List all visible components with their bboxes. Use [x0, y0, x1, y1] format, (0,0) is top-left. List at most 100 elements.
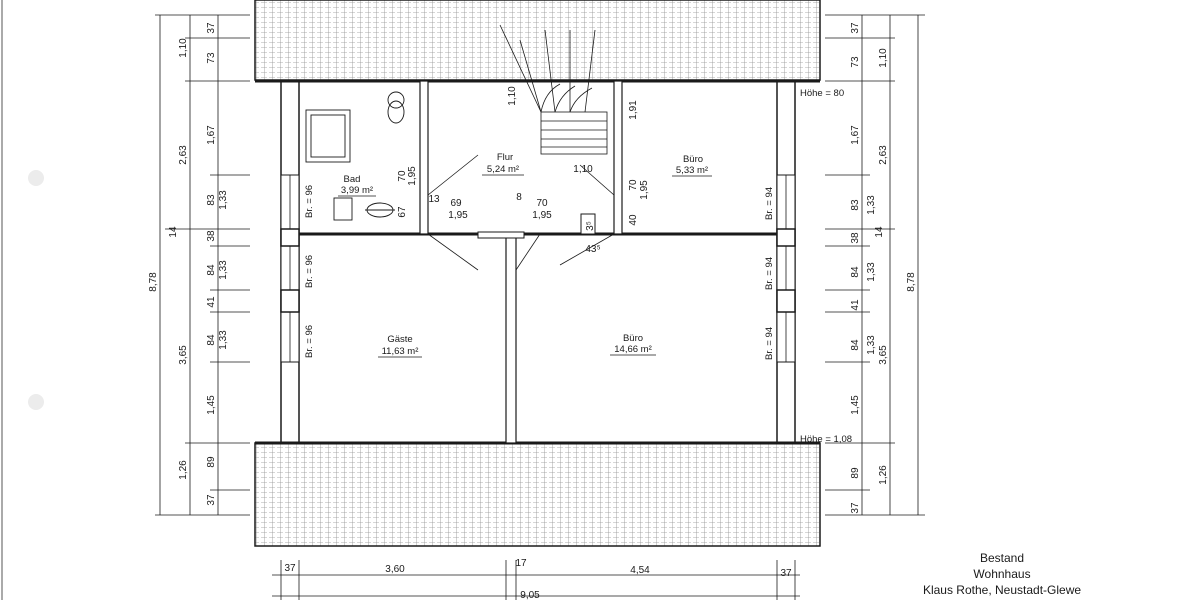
roof-overhang-bottom: [254, 442, 821, 547]
height-label-bottom: Höhe = 1,08: [800, 434, 852, 445]
dim-left-inner: 1,67: [206, 125, 217, 145]
dim-left-small: 1,33: [218, 260, 229, 280]
room-label-buero-small: Büro 5,33 m²: [672, 154, 712, 177]
height-label-top: Höhe = 80: [800, 88, 844, 99]
room-area: 11,63 m²: [382, 346, 419, 357]
dim-left-inner: 38: [206, 230, 217, 242]
dim-left-inner: 89: [206, 456, 217, 468]
bathroom-fixtures: [305, 91, 405, 221]
dim-interior: 70: [536, 198, 548, 209]
dim-bottom-total: 9,05: [520, 590, 540, 600]
room-label-buero-large: Büro 14,66 m²: [610, 333, 656, 356]
dim-right-outer: 3,65: [878, 345, 889, 365]
dim-bottom: 37: [780, 568, 792, 579]
room-area: 14,66 m²: [614, 344, 652, 355]
dim-interior: 8: [516, 192, 522, 203]
dim-interior: 70: [397, 170, 408, 182]
dim-interior: 1,10: [573, 164, 593, 175]
title-line-3: Klaus Rothe, Neustadt-Glewe: [923, 583, 1081, 597]
dim-bottom: 4,54: [630, 565, 650, 576]
roof-overhang-top: [254, 0, 821, 81]
dim-left-small: 14: [168, 226, 179, 238]
dim-interior: 70: [628, 179, 639, 191]
dim-bottom: 37: [284, 563, 296, 574]
dim-interior: 69: [450, 198, 462, 209]
window-width-label: Br. = 94: [764, 327, 775, 360]
dim-right-inner: 89: [850, 467, 861, 479]
staircase: [499, 24, 608, 155]
room-label-gaeste: Gäste 11,63 m²: [378, 334, 422, 358]
dim-right-inner: 37: [850, 502, 861, 514]
dim-left-inner: 83: [206, 194, 217, 206]
window-width-label: Br. = 96: [304, 325, 315, 358]
window-width-label: Br. = 94: [764, 257, 775, 290]
dimension-lines-bottom: [272, 560, 800, 600]
dim-left-inner: 73: [206, 52, 217, 64]
dim-interior: 67: [397, 206, 408, 218]
dim-left-outer: 1,26: [178, 460, 189, 480]
dim-right-inner: 84: [850, 339, 861, 351]
dim-interior: 40: [628, 214, 639, 226]
dim-right-outer: 1,26: [878, 465, 889, 485]
dim-right-inner: 84: [850, 266, 861, 278]
punch-hole: [28, 394, 44, 410]
dim-interior: 1,10: [507, 86, 518, 106]
dim-interior: 3⁵: [585, 221, 596, 231]
dim-right-small: 1,33: [866, 195, 877, 215]
dim-right-small: 14: [874, 226, 885, 238]
dim-bottom: 3,60: [385, 564, 405, 575]
room-label-flur: Flur 5,24 m²: [482, 152, 524, 176]
dim-left-inner: 41: [206, 296, 217, 308]
dim-right-inner: 37: [850, 22, 861, 34]
title-line-2: Wohnhaus: [973, 567, 1030, 581]
dim-right-inner: 73: [850, 56, 861, 68]
dim-bottom: 17: [515, 558, 527, 569]
dim-right-inner: 1,45: [850, 395, 861, 415]
dim-left-small: 1,33: [218, 330, 229, 350]
room-area: 5,33 m²: [676, 165, 708, 176]
dim-right-outer: 1,10: [878, 48, 889, 68]
dim-left-small: 1,33: [218, 190, 229, 210]
dim-interior: 1,95: [407, 166, 418, 186]
dim-interior: 1,95: [448, 210, 468, 221]
room-name: Gäste: [387, 334, 412, 345]
dim-interior: 1,95: [532, 210, 552, 221]
room-name: Flur: [497, 152, 513, 163]
dim-right-total: 8,78: [906, 272, 917, 292]
room-name: Büro: [683, 154, 703, 165]
dim-left-inner: 84: [206, 264, 217, 276]
title-line-1: Bestand: [980, 551, 1024, 565]
dim-interior: 43⁵: [585, 244, 600, 255]
dim-left-outer: 2,63: [178, 145, 189, 165]
walls: [255, 79, 820, 445]
room-label-bad: Bad 3,99 m²: [338, 174, 376, 197]
window-width-label: Br. = 94: [764, 187, 775, 220]
room-area: 3,99 m²: [341, 185, 373, 196]
dimension-lines-left: [155, 14, 250, 516]
dim-left-outer: 3,65: [178, 345, 189, 365]
interior-dimensions: 70 1,95 67 13 69 1,95 8 70 1,95 70 1,95 …: [397, 86, 650, 255]
dim-left-inner: 37: [206, 494, 217, 506]
dim-right-inner: 83: [850, 199, 861, 211]
room-name: Bad: [344, 174, 361, 185]
dimension-lines-right: [825, 14, 925, 516]
punch-hole: [28, 170, 44, 186]
window-width-label: Br. = 96: [304, 185, 315, 218]
room-area: 5,24 m²: [487, 164, 519, 175]
door-swings: [427, 154, 615, 271]
dim-right-small: 1,33: [866, 335, 877, 355]
dim-left-inner: 1,45: [206, 395, 217, 415]
dim-left-inner: 84: [206, 334, 217, 346]
dim-right-inner: 41: [850, 299, 861, 311]
dim-left-outer: 1,10: [178, 38, 189, 58]
dim-left-total: 8,78: [148, 272, 159, 292]
dim-right-inner: 38: [850, 232, 861, 244]
dim-right-small: 1,33: [866, 262, 877, 282]
dim-interior: 1,91: [628, 100, 639, 120]
dim-right-outer: 2,63: [878, 145, 889, 165]
dim-left-inner: 37: [206, 22, 217, 34]
dim-interior: 1,95: [639, 180, 650, 200]
dim-interior: 13: [428, 194, 440, 205]
dim-right-inner: 1,67: [850, 125, 861, 145]
